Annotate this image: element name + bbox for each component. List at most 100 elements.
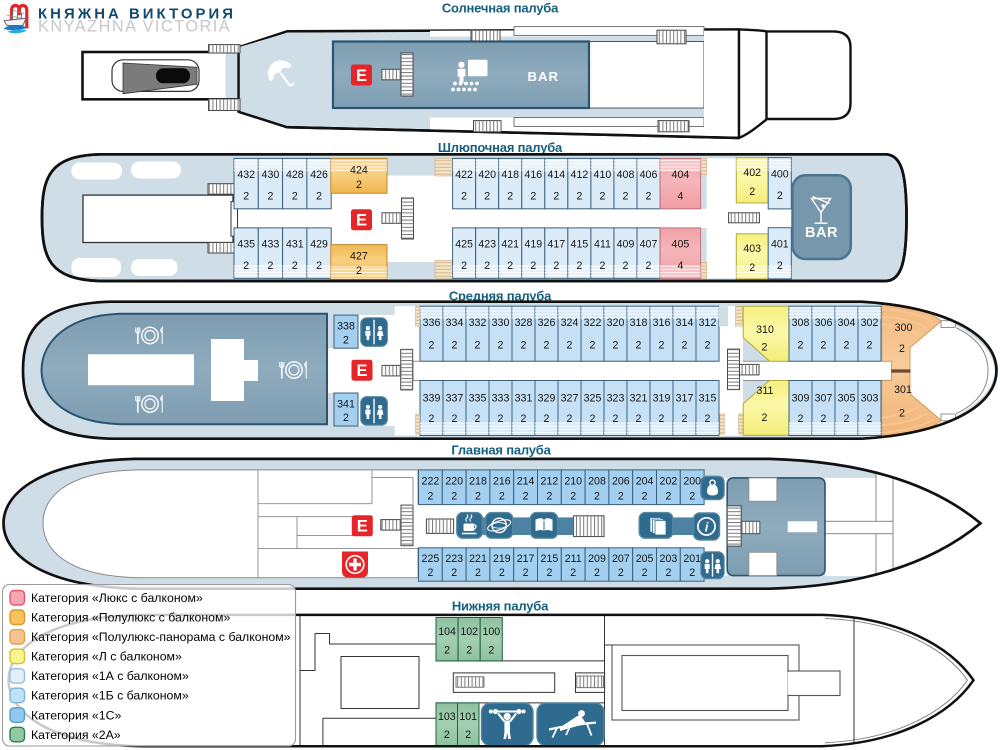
svg-text:2: 2 — [777, 190, 783, 202]
svg-text:331: 331 — [515, 392, 533, 404]
svg-text:427: 427 — [350, 251, 368, 263]
svg-text:400: 400 — [771, 169, 789, 181]
svg-text:215: 215 — [541, 553, 559, 565]
svg-text:2: 2 — [570, 567, 576, 579]
svg-text:203: 203 — [660, 553, 678, 565]
svg-text:2: 2 — [521, 413, 527, 425]
svg-text:Категория «2А»: Категория «2А» — [31, 728, 121, 742]
svg-text:2: 2 — [762, 342, 768, 354]
svg-text:2: 2 — [867, 413, 873, 425]
svg-text:416: 416 — [524, 169, 542, 181]
svg-text:223: 223 — [445, 553, 463, 565]
svg-text:207: 207 — [612, 553, 630, 565]
svg-text:420: 420 — [478, 169, 496, 181]
svg-text:2: 2 — [618, 567, 624, 579]
svg-text:301: 301 — [894, 384, 912, 396]
svg-text:2: 2 — [636, 413, 642, 425]
svg-text:318: 318 — [630, 317, 648, 329]
svg-text:2: 2 — [762, 412, 768, 424]
svg-text:316: 316 — [653, 317, 671, 329]
svg-text:403: 403 — [743, 243, 761, 255]
svg-text:2: 2 — [749, 262, 755, 274]
svg-text:411: 411 — [594, 239, 611, 251]
svg-text:Средняя палуба: Средняя палуба — [449, 289, 552, 304]
svg-text:2: 2 — [267, 190, 273, 202]
svg-text:201: 201 — [683, 553, 701, 565]
svg-text:E: E — [356, 362, 367, 380]
svg-text:406: 406 — [640, 169, 658, 181]
svg-text:2: 2 — [570, 490, 576, 502]
svg-text:430: 430 — [262, 169, 280, 181]
svg-text:2: 2 — [546, 490, 552, 502]
svg-text:2: 2 — [356, 179, 362, 191]
svg-text:Категория «1С»: Категория «1С» — [31, 708, 121, 722]
svg-text:423: 423 — [478, 239, 496, 251]
svg-text:2: 2 — [499, 490, 505, 502]
svg-text:2: 2 — [499, 567, 505, 579]
svg-text:КНЯЖНА ВИКТОРИЯ: КНЯЖНА ВИКТОРИЯ — [38, 7, 236, 23]
svg-text:2: 2 — [475, 413, 481, 425]
svg-text:2: 2 — [316, 260, 322, 272]
svg-text:104: 104 — [438, 626, 456, 638]
svg-text:2: 2 — [594, 567, 600, 579]
svg-text:328: 328 — [515, 317, 533, 329]
svg-text:2: 2 — [451, 567, 457, 579]
svg-text:428: 428 — [286, 169, 304, 181]
svg-text:BAR: BAR — [528, 69, 560, 84]
svg-text:418: 418 — [501, 169, 519, 181]
svg-text:311: 311 — [757, 385, 774, 397]
svg-text:2: 2 — [798, 340, 804, 352]
svg-text:324: 324 — [561, 317, 579, 329]
svg-text:2: 2 — [646, 260, 652, 272]
svg-text:217: 217 — [517, 553, 535, 565]
svg-text:2: 2 — [546, 567, 552, 579]
svg-text:2: 2 — [623, 190, 629, 202]
svg-text:321: 321 — [630, 392, 648, 404]
svg-text:337: 337 — [446, 392, 464, 404]
svg-text:2: 2 — [665, 567, 671, 579]
svg-text:2: 2 — [521, 340, 527, 352]
svg-text:305: 305 — [838, 392, 856, 404]
svg-text:303: 303 — [861, 392, 879, 404]
svg-text:206: 206 — [612, 476, 630, 488]
svg-text:417: 417 — [547, 239, 565, 251]
svg-text:211: 211 — [565, 553, 582, 565]
svg-text:300: 300 — [895, 322, 913, 334]
svg-text:202: 202 — [660, 476, 678, 488]
svg-text:Категория «Полулюкс с балконом: Категория «Полулюкс с балконом» — [31, 611, 230, 625]
svg-text:205: 205 — [636, 553, 654, 565]
svg-text:310: 310 — [756, 324, 774, 336]
svg-text:2: 2 — [798, 413, 804, 425]
svg-text:315: 315 — [699, 392, 717, 404]
svg-text:4: 4 — [677, 260, 683, 272]
svg-text:100: 100 — [482, 626, 500, 638]
svg-text:2: 2 — [356, 265, 362, 277]
svg-text:2: 2 — [523, 567, 529, 579]
svg-text:2: 2 — [530, 260, 536, 272]
svg-text:429: 429 — [310, 239, 328, 251]
svg-text:308: 308 — [792, 317, 810, 329]
svg-text:Шлюпочная палуба: Шлюпочная палуба — [438, 140, 563, 155]
svg-text:2: 2 — [452, 413, 458, 425]
svg-text:317: 317 — [676, 392, 694, 404]
svg-text:2: 2 — [484, 190, 490, 202]
svg-text:2: 2 — [777, 260, 783, 272]
svg-text:419: 419 — [524, 239, 542, 251]
svg-text:2: 2 — [636, 340, 642, 352]
svg-text:E: E — [356, 212, 367, 230]
svg-text:409: 409 — [617, 239, 635, 251]
svg-text:335: 335 — [469, 392, 487, 404]
svg-text:2: 2 — [429, 340, 435, 352]
svg-text:2: 2 — [544, 340, 550, 352]
svg-text:2: 2 — [243, 260, 249, 272]
svg-text:102: 102 — [460, 626, 478, 638]
svg-text:200: 200 — [683, 476, 701, 488]
svg-text:2: 2 — [507, 260, 513, 272]
svg-text:405: 405 — [672, 239, 690, 251]
svg-text:306: 306 — [815, 317, 833, 329]
svg-text:2: 2 — [429, 413, 435, 425]
svg-text:KNYAZHNA VICTORIA: KNYAZHNA VICTORIA — [38, 18, 231, 36]
svg-text:323: 323 — [607, 392, 625, 404]
svg-text:2: 2 — [427, 490, 433, 502]
svg-text:103: 103 — [438, 711, 456, 723]
